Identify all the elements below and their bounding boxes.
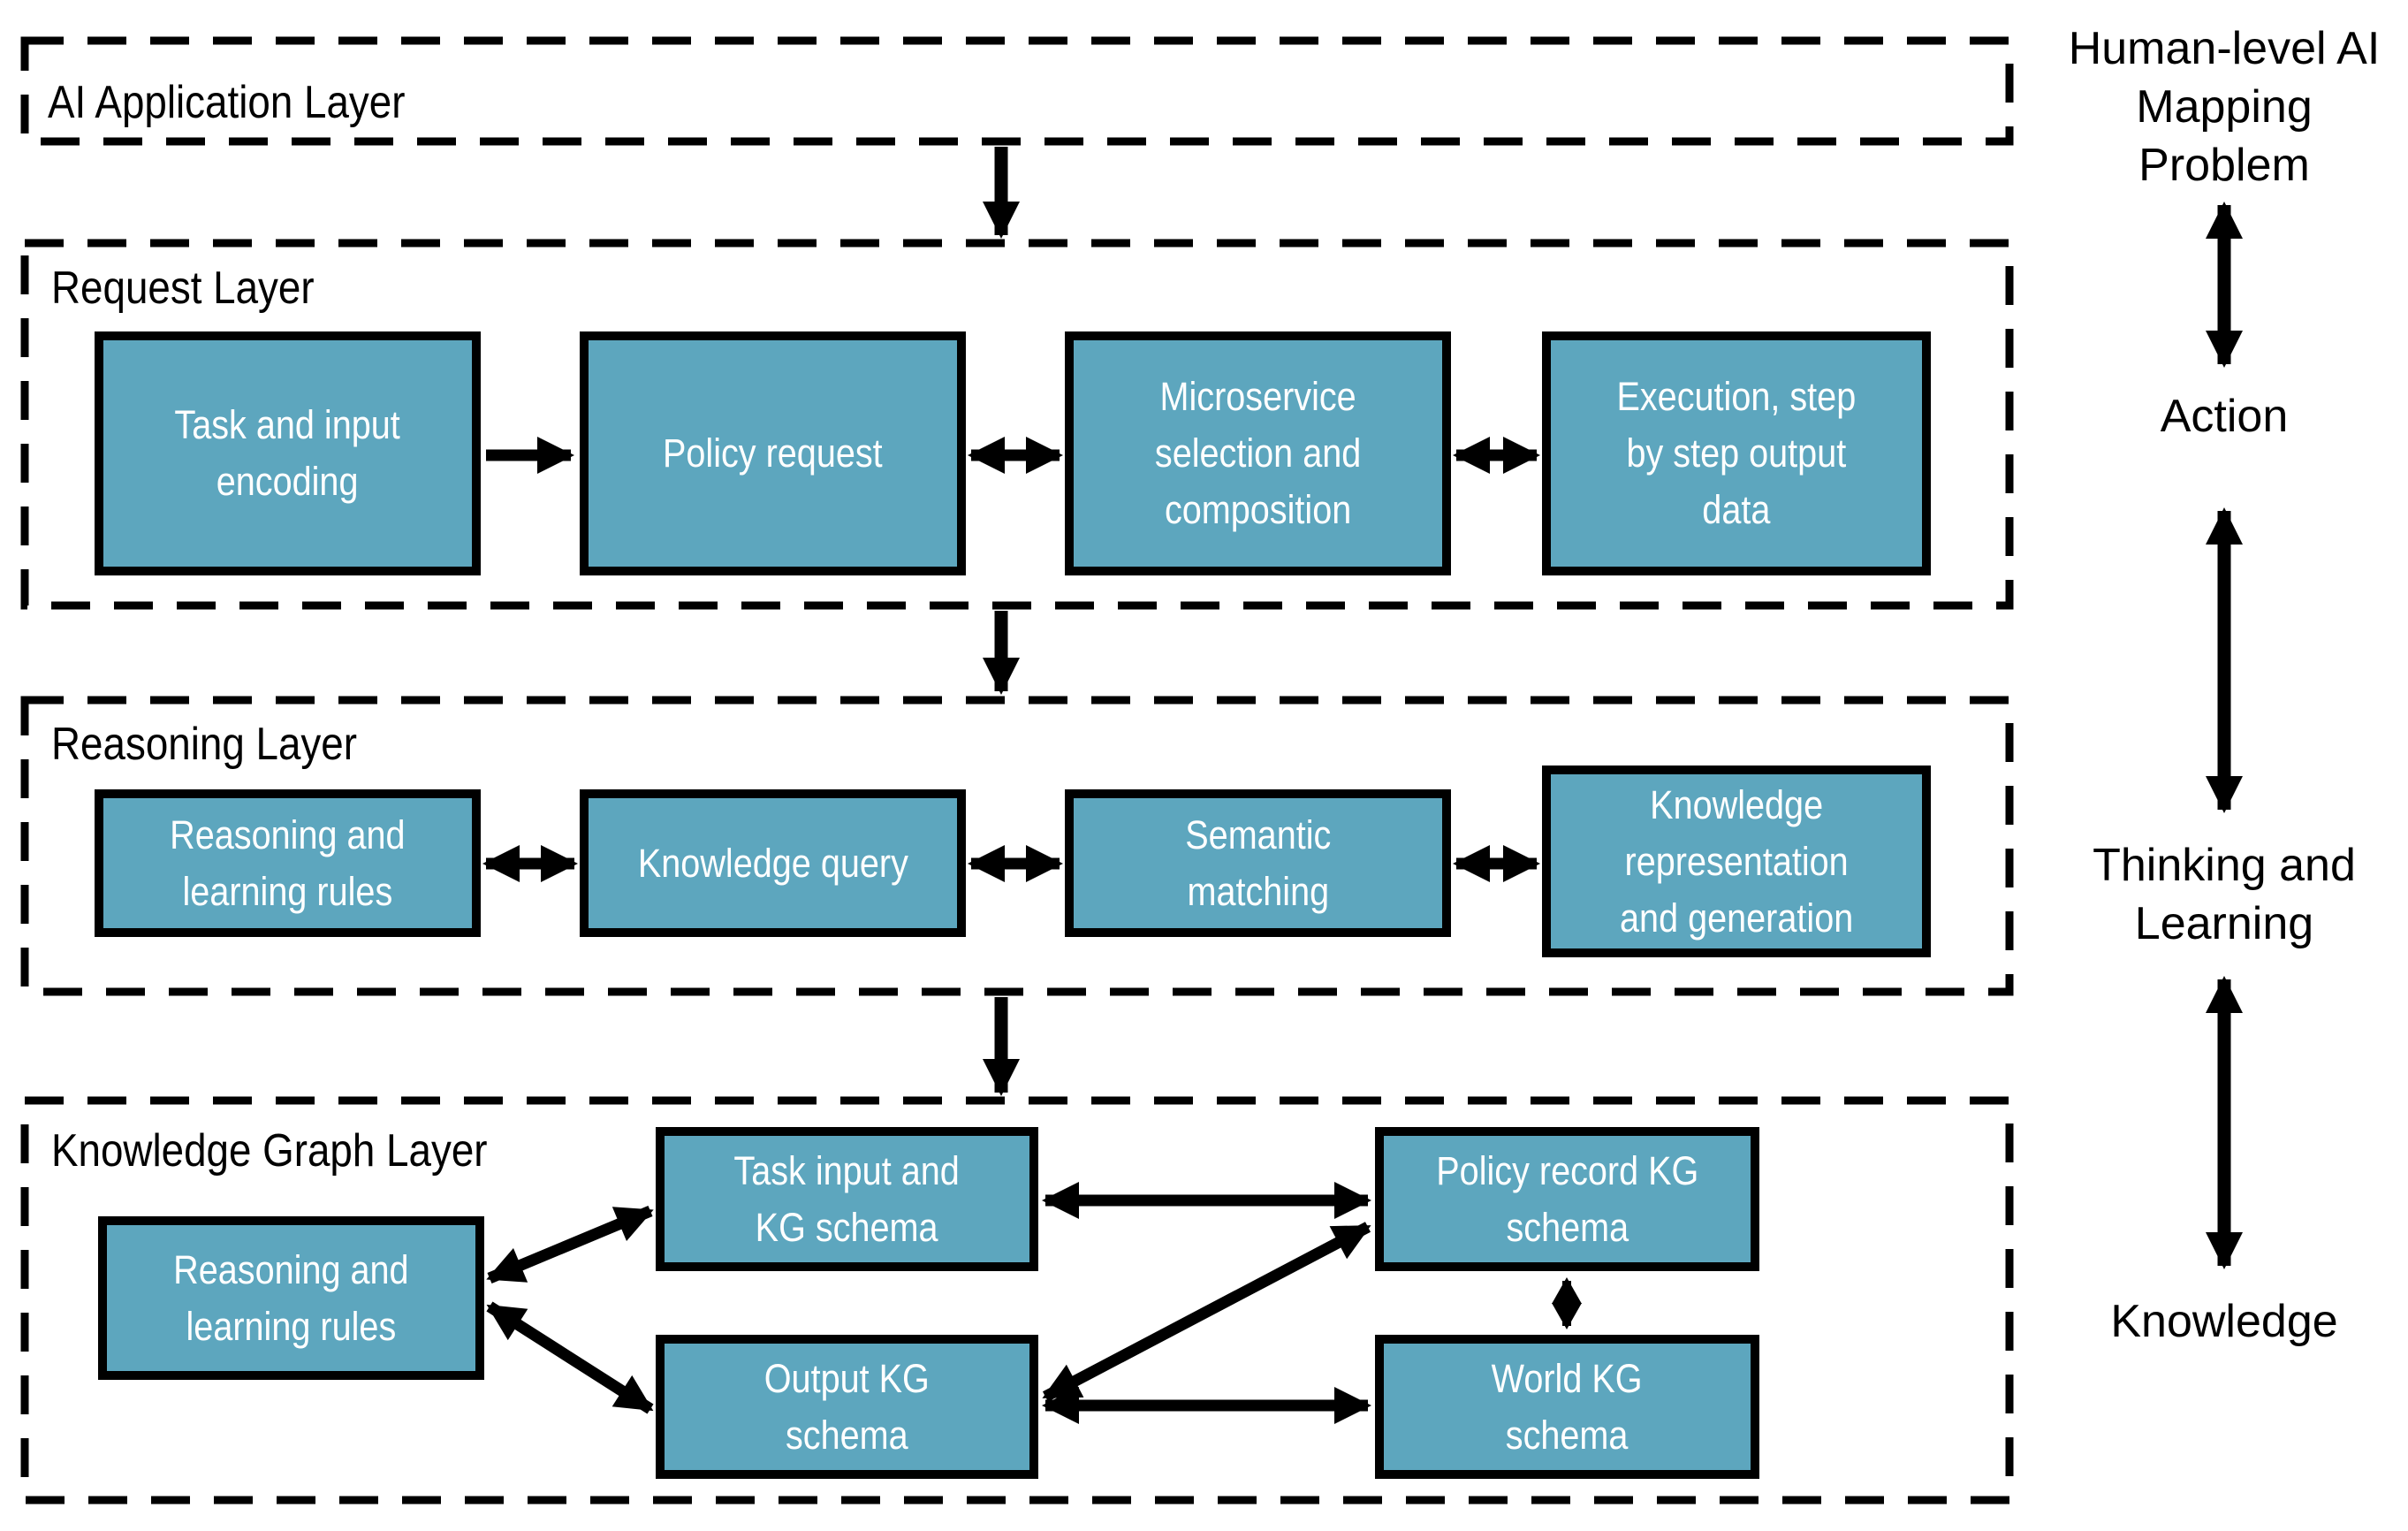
arrow-kgrules-taskinput [486, 1206, 654, 1283]
node-label: Output KG schema [763, 1355, 931, 1458]
node-knowledge-representation-generation: Knowledge representation and generation [1542, 766, 1931, 957]
node-label: Policy request [663, 430, 883, 476]
node-label: Reasoning and learning rules [173, 1246, 409, 1349]
node-execution-step-output: Execution, step by step output data [1542, 331, 1931, 575]
arrow-kgrules-outputkg [486, 1301, 654, 1414]
node-label: Semantic matching [1184, 811, 1332, 914]
node-label: Knowledge representation and generation [1619, 781, 1854, 941]
node-kg-reasoning-learning-rules: Reasoning and learning rules [98, 1216, 484, 1380]
node-label: Policy record KG schema [1435, 1147, 1699, 1250]
node-task-and-input-encoding: Task and input encoding [95, 331, 481, 575]
ai-application-layer-title: AI Application Layer [48, 77, 406, 128]
node-task-input-kg-schema: Task input and KG schema [656, 1127, 1038, 1271]
node-label: Knowledge query [637, 840, 908, 886]
node-world-kg-schema: World KG schema [1375, 1335, 1759, 1479]
knowledge-graph-layer-title: Knowledge Graph Layer [51, 1125, 488, 1177]
node-label: Microservice selection and composition [1154, 374, 1362, 532]
node-policy-record-kg-schema: Policy record KG schema [1375, 1127, 1759, 1271]
side-label-thinking-and-learning: Thinking and Learning [2093, 840, 2356, 949]
node-knowledge-query: Knowledge query [580, 789, 966, 937]
node-output-kg-schema: Output KG schema [656, 1335, 1038, 1479]
node-semantic-matching: Semantic matching [1065, 789, 1451, 937]
request-layer-title: Request Layer [51, 263, 315, 314]
side-label-knowledge: Knowledge [2110, 1296, 2338, 1347]
node-label: Execution, step by step output data [1616, 374, 1857, 532]
side-label-action: Action [2160, 391, 2289, 442]
node-label: Reasoning and learning rules [170, 811, 406, 914]
node-microservice-selection-composition: Microservice selection and composition [1065, 331, 1451, 575]
node-reasoning-learning-rules: Reasoning and learning rules [95, 789, 481, 937]
reasoning-layer-title: Reasoning Layer [51, 719, 357, 770]
node-label: Task and input encoding [174, 402, 401, 504]
side-label-human-level-ai-mapping-problem: Human-level AI Mapping Problem [2068, 23, 2381, 191]
node-label: Task input and KG schema [733, 1147, 961, 1250]
node-policy-request: Policy request [580, 331, 966, 575]
arrow-outputkg-policykg [1042, 1222, 1371, 1402]
node-label: World KG schema [1492, 1355, 1643, 1458]
